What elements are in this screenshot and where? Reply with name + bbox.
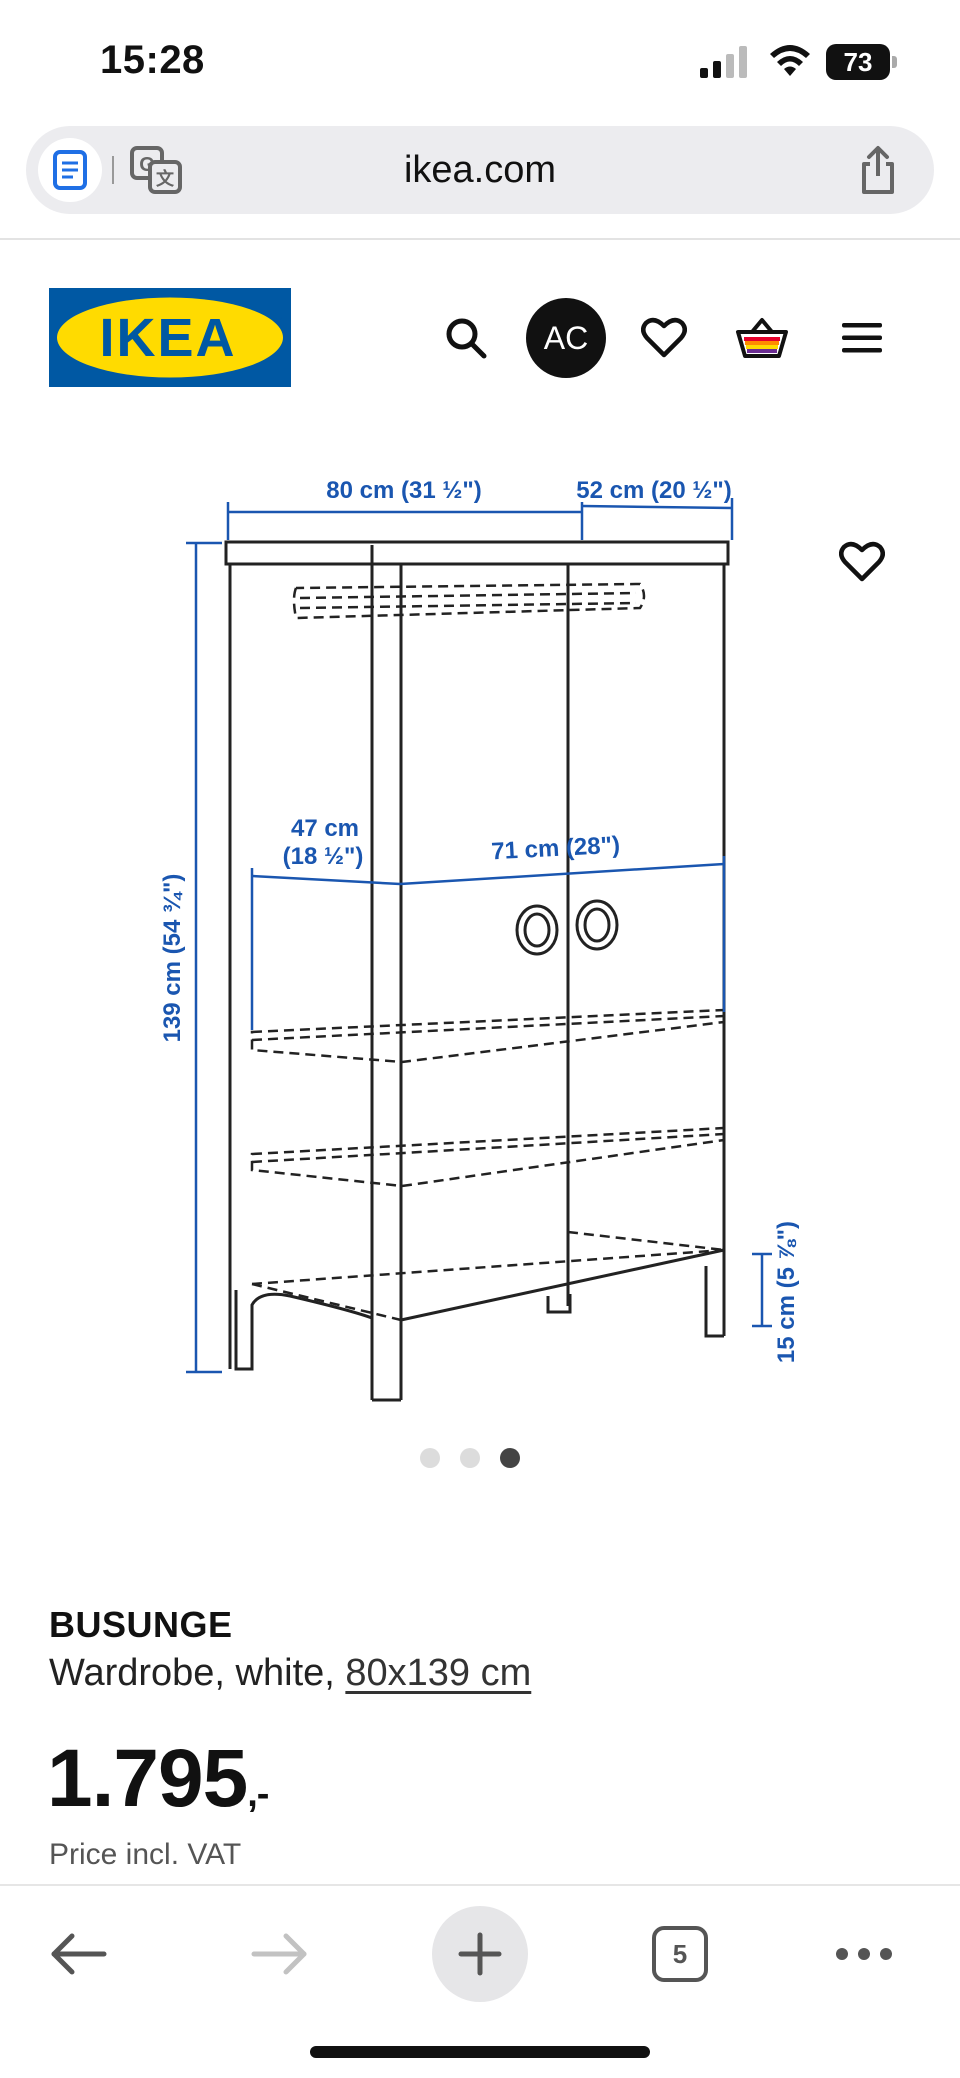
svg-text:®: ®	[276, 315, 283, 325]
menu-icon	[842, 323, 882, 353]
home-indicator[interactable]	[310, 2046, 650, 2058]
depth-label: 52 cm (20 ½")	[576, 477, 731, 504]
price-note: Price incl. VAT	[49, 1838, 242, 1871]
reader-mode-icon	[53, 150, 87, 190]
leg-height-label: 15 cm (5 ⅞")	[773, 1221, 800, 1363]
product-description: Wardrobe, white, 80x139 cm	[49, 1652, 531, 1695]
product-name: BUSUNGE	[49, 1604, 233, 1645]
heart-icon	[839, 541, 885, 582]
basket-icon	[736, 318, 788, 358]
forward-button[interactable]	[232, 1906, 328, 2002]
search-button[interactable]	[428, 300, 504, 376]
new-tab-button[interactable]	[432, 1906, 528, 2002]
price-value: 1.795	[47, 1733, 248, 1824]
back-button[interactable]	[30, 1906, 126, 2002]
inner-depth-cm-label: 47 cm	[291, 815, 359, 842]
status-bar: 15:28 73	[0, 0, 960, 120]
basket-button[interactable]	[724, 300, 800, 376]
favourites-button[interactable]	[626, 300, 702, 376]
inner-depth-in-label: (18 ½")	[283, 843, 364, 870]
carousel-dot[interactable]	[420, 1448, 440, 1468]
tabs-button[interactable]: 5	[632, 1906, 728, 2002]
logo-text: IKEA	[99, 308, 236, 368]
interior-dashed-lines	[250, 582, 726, 1322]
browser-toolbar: 5	[0, 1884, 960, 2078]
share-icon[interactable]	[852, 144, 904, 196]
product-description-text: Wardrobe, white,	[49, 1652, 346, 1694]
product-size-link[interactable]: 80x139 cm	[345, 1652, 532, 1694]
price-suffix: ,-	[247, 1773, 269, 1815]
account-avatar[interactable]: AC	[526, 298, 606, 378]
reader-mode-button[interactable]	[38, 138, 102, 202]
heart-icon	[641, 317, 687, 358]
carousel-dot[interactable]	[460, 1448, 480, 1468]
width-label: 80 cm (31 ½")	[326, 477, 481, 504]
browser-divider	[0, 238, 960, 240]
translate-icon[interactable]: G 文	[130, 144, 182, 196]
search-icon	[446, 318, 487, 359]
svg-text:文: 文	[156, 168, 175, 190]
plus-icon	[458, 1932, 502, 1976]
address-bar[interactable]: G 文 ikea.com	[26, 126, 934, 214]
menu-button[interactable]	[824, 300, 900, 376]
signal-icon	[700, 46, 747, 78]
product-dimension-drawing[interactable]: 80 cm (31 ½") 52 cm (20 ½") 139 cm (54 ¾…	[140, 462, 820, 1412]
ikea-logo[interactable]: IKEA ®	[49, 288, 291, 387]
inner-width-label: 71 cm (28")	[491, 832, 621, 866]
carousel-dots[interactable]	[420, 1448, 540, 1472]
wardrobe-outline	[224, 540, 730, 1402]
status-time: 15:28	[100, 38, 205, 82]
more-button[interactable]	[816, 1906, 912, 2002]
carousel-dot-active[interactable]	[500, 1448, 520, 1468]
battery-icon: 73	[826, 44, 898, 80]
back-arrow-icon	[51, 1933, 107, 1975]
tabs-icon: 5	[652, 1926, 708, 1982]
ikea-logo-graphic: IKEA ®	[49, 288, 291, 387]
product-favourite-button[interactable]	[826, 526, 898, 598]
height-label: 139 cm (54 ¾")	[159, 874, 186, 1043]
battery-cap	[892, 56, 897, 68]
more-icon	[836, 1948, 892, 1960]
battery-level: 73	[826, 44, 890, 80]
address-divider	[112, 156, 114, 184]
product-price: 1.795,-	[47, 1732, 269, 1826]
forward-arrow-icon	[251, 1933, 307, 1975]
wifi-icon	[770, 45, 810, 76]
dimension-lines	[186, 498, 772, 1374]
